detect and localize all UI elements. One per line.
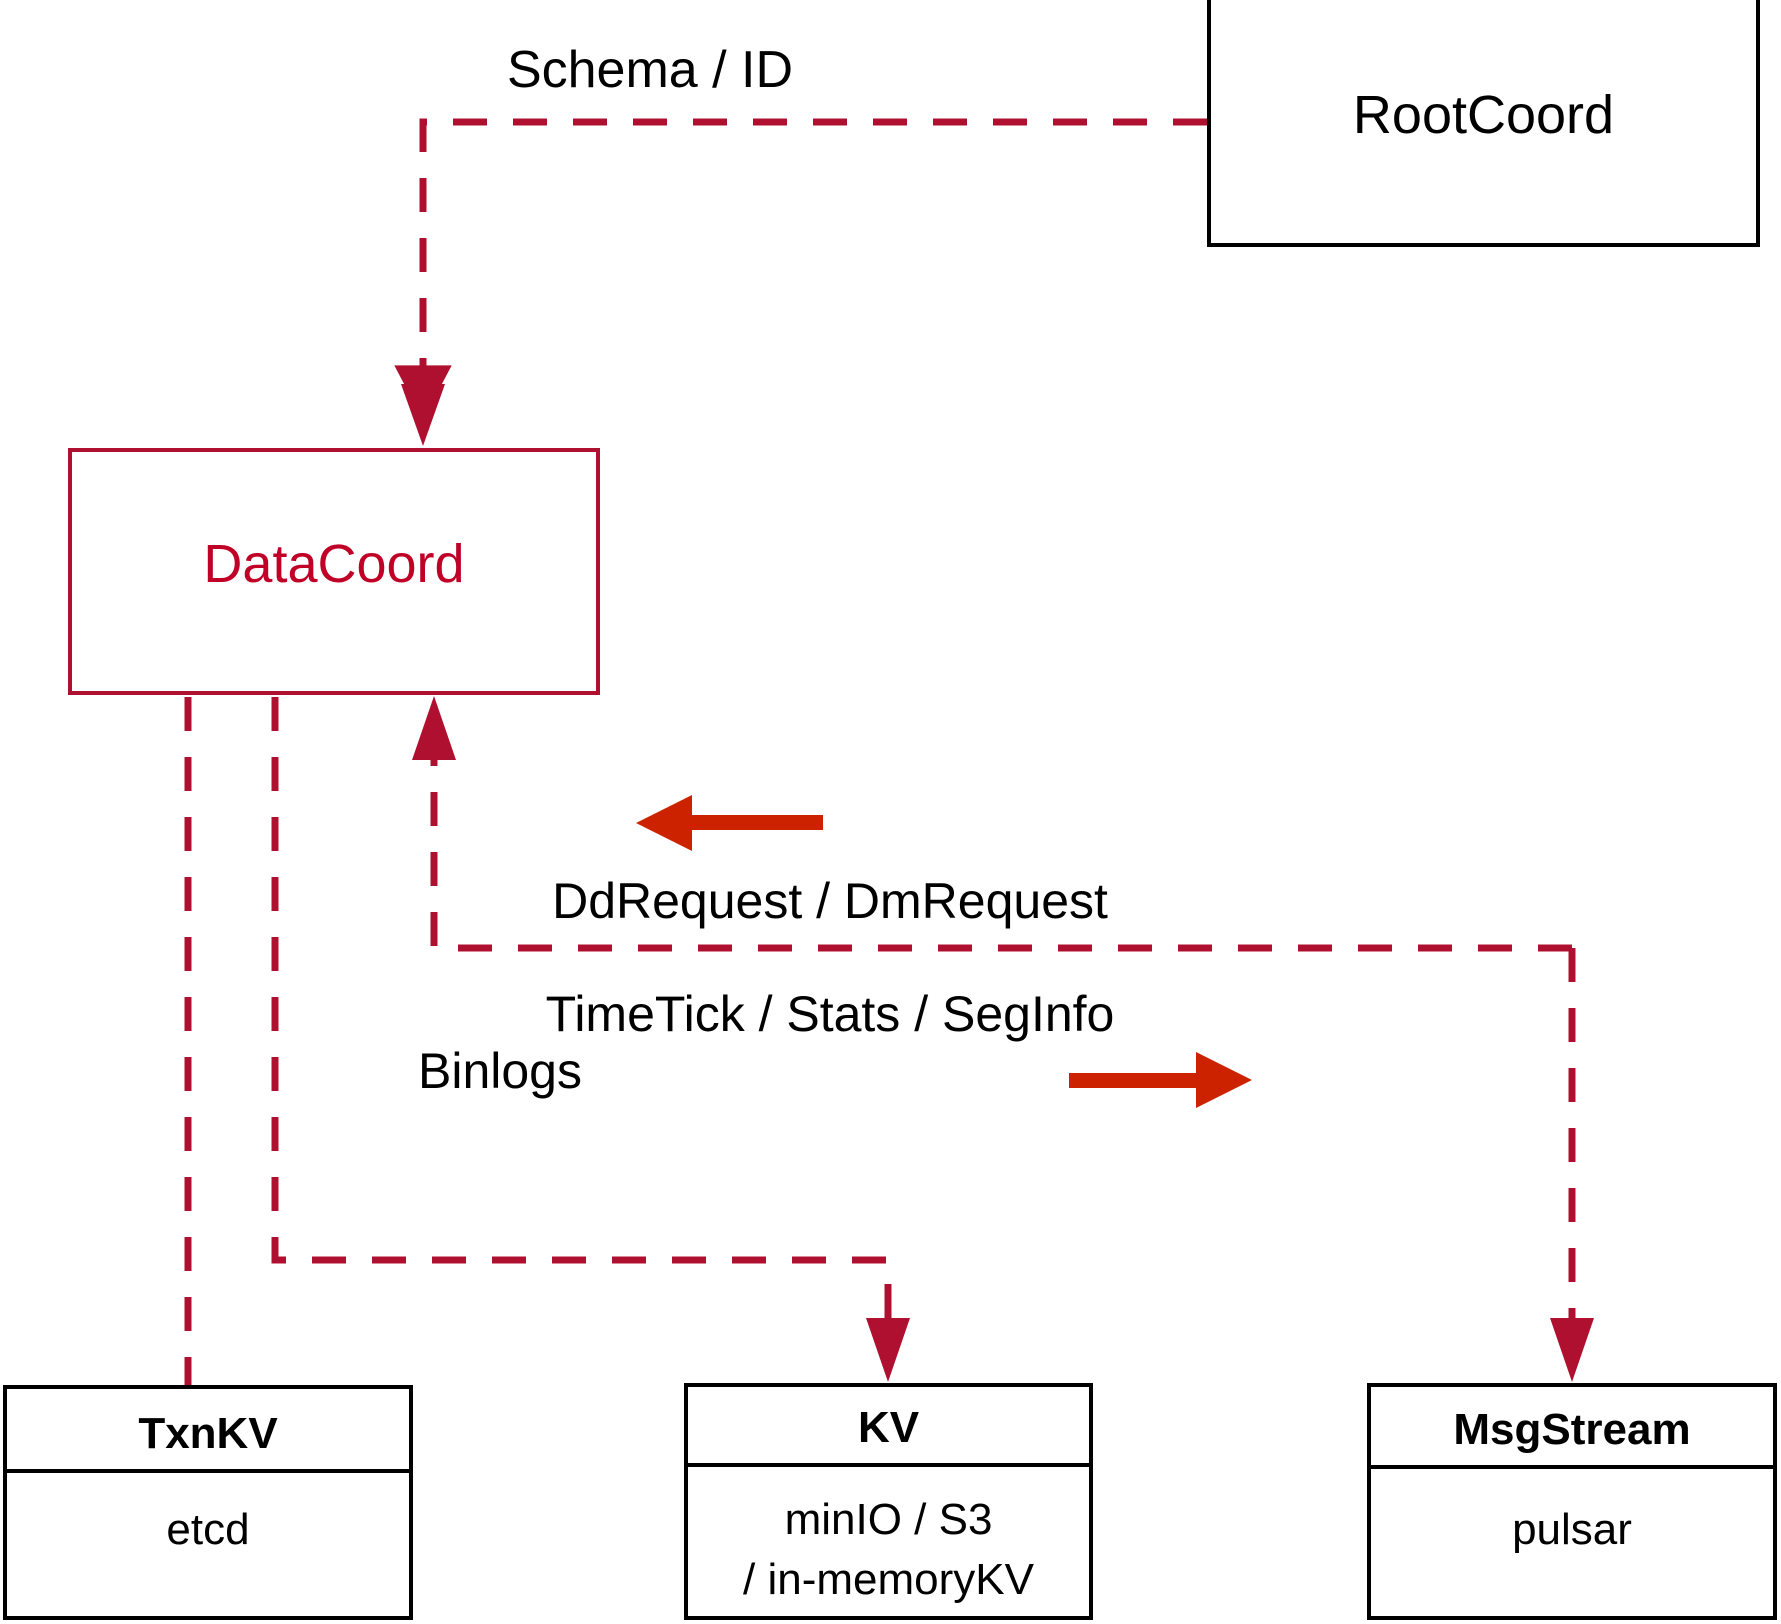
- edge-label-schema-id: Schema / ID: [506, 41, 794, 99]
- edge-datacoord-to-msgstream: [1550, 948, 1594, 1382]
- node-msgstream[interactable]: MsgStream pulsar: [1367, 1383, 1777, 1620]
- edge-msgstream-to-datacoord: [412, 696, 1572, 952]
- txnkv-divider: [7, 1469, 409, 1473]
- edge-datacoord-to-kv: [271, 697, 910, 1382]
- edge-rootcoord-to-datacoord: [394, 118, 1207, 446]
- edge-label-timetick-stats-seginfo: TimeTick / Stats / SegInfo: [545, 986, 1115, 1042]
- datacoord-label: DataCoord: [203, 534, 465, 594]
- arrowhead-down-datacoord: [401, 384, 445, 446]
- outbound-direction-arrow: [1069, 1052, 1252, 1108]
- kv-label: KV: [857, 1403, 920, 1452]
- msgstream-implementation-label: pulsar: [1512, 1505, 1632, 1554]
- txnkv-label: TxnKV: [138, 1409, 278, 1458]
- msgstream-divider: [1371, 1465, 1773, 1469]
- kv-divider: [688, 1463, 1089, 1467]
- txnkv-implementation-label: etcd: [166, 1505, 250, 1554]
- arrowhead-down-kv: [866, 1318, 910, 1382]
- node-txnkv[interactable]: TxnKV etcd: [3, 1385, 413, 1620]
- node-datacoord[interactable]: DataCoord: [68, 448, 600, 695]
- edge-label-binlogs: Binlogs: [418, 1043, 582, 1099]
- node-kv[interactable]: KV minIO / S3 / in-memoryKV: [684, 1383, 1093, 1620]
- edge-label-ddrequest-dmrequest: DdRequest / DmRequest: [552, 873, 1108, 929]
- arrowhead-down-msgstream: [1550, 1318, 1594, 1382]
- rootcoord-label: RootCoord: [1352, 85, 1615, 145]
- arrowhead-up-datacoord: [412, 696, 456, 760]
- kv-implementation-label-2: / in-memoryKV: [743, 1555, 1034, 1604]
- inbound-direction-arrow: [636, 795, 823, 851]
- msgstream-label: MsgStream: [1453, 1405, 1691, 1454]
- kv-implementation-label-1: minIO / S3: [784, 1495, 993, 1544]
- node-rootcoord[interactable]: RootCoord: [1207, 0, 1760, 247]
